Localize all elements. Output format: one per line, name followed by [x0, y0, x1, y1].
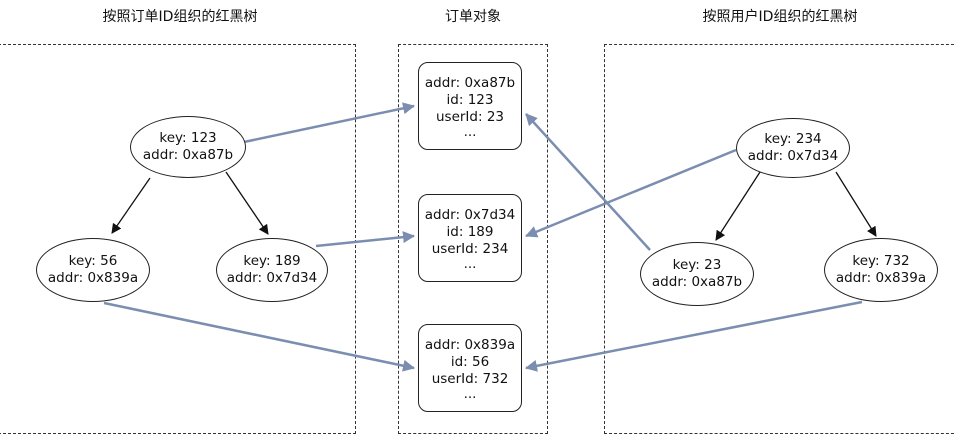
node-addr: addr: 0xa87b — [142, 147, 234, 163]
order-addr: addr: 0x7d34 — [424, 206, 516, 223]
order-object: addr: 0x839a id: 56 userId: 732 ... — [418, 324, 522, 412]
pointer-user-732 — [525, 300, 863, 372]
order-id: id: 123 — [446, 91, 494, 108]
order-user-id: userId: 732 — [431, 370, 509, 387]
order-user-id: userId: 234 — [431, 240, 509, 257]
node-key: key: 732 — [852, 253, 910, 269]
user-tree-title: 按照用户ID组织的红黑树 — [702, 9, 858, 25]
order-more: ... — [463, 123, 477, 140]
user-tree-edge-root-left — [715, 171, 761, 241]
order-more: ... — [463, 255, 477, 272]
order-object: addr: 0xa87b id: 123 userId: 23 ... — [418, 62, 522, 150]
pointer-order-56 — [103, 301, 415, 372]
node-addr: addr: 0x839a — [835, 270, 927, 286]
node-addr: addr: 0x7d34 — [747, 148, 839, 164]
node-key: key: 189 — [243, 253, 301, 269]
order-tree-left-node: key: 56 addr: 0x839a — [36, 238, 150, 302]
order-tree-edge-root-right — [225, 171, 269, 235]
node-key: key: 23 — [672, 257, 722, 273]
order-user-id: userId: 23 — [435, 108, 504, 125]
pointer-user-234 — [525, 148, 737, 238]
order-more: ... — [463, 385, 477, 402]
order-id: id: 189 — [446, 223, 494, 240]
order-id: id: 56 — [450, 353, 490, 370]
order-addr: addr: 0xa87b — [424, 74, 516, 91]
order-tree-edge-root-left — [111, 177, 151, 234]
pointer-order-123 — [243, 102, 415, 144]
node-addr: addr: 0x7d34 — [226, 270, 318, 286]
user-tree-left-node: key: 23 addr: 0xa87b — [640, 242, 754, 306]
pointer-order-189 — [315, 231, 415, 248]
order-objects-title: 订单对象 — [445, 9, 501, 25]
order-tree-root-node: key: 123 addr: 0xa87b — [130, 116, 246, 178]
order-tree-title: 按照订单ID组织的红黑树 — [102, 9, 258, 25]
user-tree-root-node: key: 234 addr: 0x7d34 — [736, 118, 850, 178]
node-key: key: 123 — [159, 130, 217, 146]
pointer-user-23 — [525, 113, 651, 251]
order-tree-right-node: key: 189 addr: 0x7d34 — [216, 238, 328, 302]
node-addr: addr: 0x839a — [47, 270, 139, 286]
user-tree-right-node: key: 732 addr: 0x839a — [824, 238, 938, 302]
node-key: key: 234 — [764, 131, 822, 147]
node-key: key: 56 — [68, 253, 118, 269]
node-addr: addr: 0xa87b — [651, 274, 743, 290]
order-object: addr: 0x7d34 id: 189 userId: 234 ... — [418, 194, 522, 282]
user-tree-edge-root-right — [835, 171, 877, 237]
order-addr: addr: 0x839a — [424, 336, 516, 353]
